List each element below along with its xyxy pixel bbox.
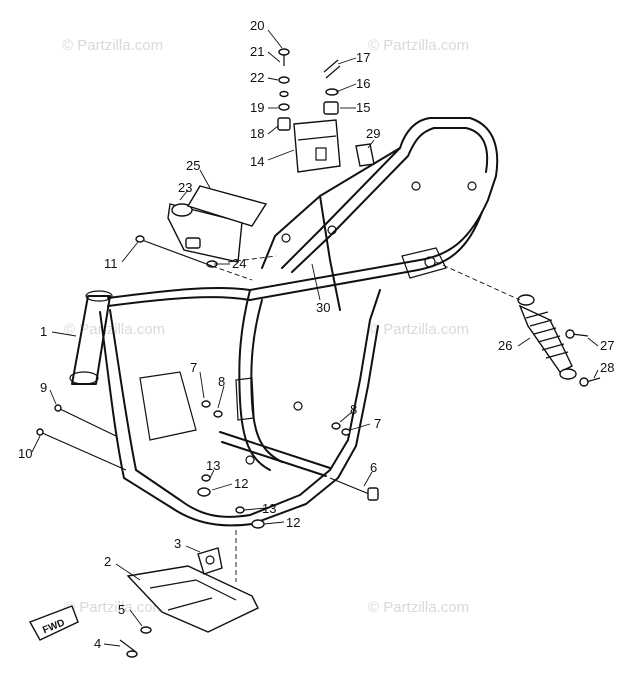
part-18-20-hardware-stack bbox=[277, 48, 291, 131]
callout-7-left: 7 bbox=[190, 360, 197, 375]
part-4-bolt bbox=[119, 639, 138, 658]
watermark-mid-right: © Partzilla.com bbox=[368, 321, 469, 338]
callout-21: 21 bbox=[250, 44, 264, 59]
callout-2: 2 bbox=[104, 554, 111, 569]
callout-19: 19 bbox=[250, 100, 264, 115]
part-3-bracket bbox=[197, 547, 223, 575]
callout-5: 5 bbox=[118, 602, 125, 617]
part-10-bolt bbox=[36, 428, 127, 471]
callout-13-lower: 13 bbox=[262, 501, 276, 516]
part-26-rear-shock bbox=[517, 294, 577, 380]
leader-lines bbox=[31, 29, 599, 647]
callout-24: 24 bbox=[232, 256, 246, 271]
callout-1: 1 bbox=[40, 324, 47, 339]
part-23-coil bbox=[167, 203, 243, 263]
callout-8-left: 8 bbox=[218, 374, 225, 389]
callout-3: 3 bbox=[174, 536, 181, 551]
fwd-arrow: FWD bbox=[28, 605, 79, 641]
watermark-top-left: © Partzilla.com bbox=[62, 37, 163, 54]
callout-17: 17 bbox=[356, 50, 370, 65]
watermark-bottom-right: © Partzilla.com bbox=[368, 599, 469, 616]
callout-25: 25 bbox=[186, 158, 200, 173]
part-2-skid-plate bbox=[126, 565, 259, 633]
assembly-lines bbox=[211, 255, 521, 582]
head-tube-top bbox=[85, 290, 113, 302]
watermark-top-right: © Partzilla.com bbox=[368, 37, 469, 54]
callout-10: 10 bbox=[18, 446, 32, 461]
callout-14: 14 bbox=[250, 154, 264, 169]
head-tube-bottom bbox=[69, 371, 99, 385]
watermark-layer: © Partzilla.com © Partzilla.com © Partzi… bbox=[62, 37, 469, 616]
part-15-17-hardware-stack bbox=[323, 59, 341, 115]
callout-22: 22 bbox=[250, 70, 264, 85]
callout-18: 18 bbox=[250, 126, 264, 141]
callout-26: 26 bbox=[498, 338, 512, 353]
part-9-bolt bbox=[54, 404, 117, 437]
callout-12-upper: 12 bbox=[234, 476, 248, 491]
callout-6: 6 bbox=[370, 460, 377, 475]
callout-9: 9 bbox=[40, 380, 47, 395]
callout-16: 16 bbox=[356, 76, 370, 91]
callout-27: 27 bbox=[600, 338, 614, 353]
callout-30: 30 bbox=[316, 300, 330, 315]
part-29-pad bbox=[355, 143, 375, 167]
part-28-bolt bbox=[579, 377, 601, 387]
callout-13-upper: 13 bbox=[206, 458, 220, 473]
callout-labels: 1 2 3 4 5 6 7 7 8 8 9 10 11 12 12 13 13 … bbox=[18, 18, 614, 651]
callout-7-right: 7 bbox=[374, 416, 381, 431]
main-frame bbox=[69, 117, 499, 527]
callout-20: 20 bbox=[250, 18, 264, 33]
callout-23: 23 bbox=[178, 180, 192, 195]
part-6-bolt bbox=[329, 477, 379, 501]
callout-8-right: 8 bbox=[350, 402, 357, 417]
watermark-bottom-left: © Partzilla.com bbox=[64, 599, 165, 616]
part-11-bolt bbox=[135, 235, 213, 267]
part-27-bolt bbox=[565, 329, 589, 339]
callout-15: 15 bbox=[356, 100, 370, 115]
callout-11: 11 bbox=[104, 256, 118, 271]
callout-12-lower: 12 bbox=[286, 515, 300, 530]
steering-head-tube bbox=[71, 295, 111, 385]
callout-28: 28 bbox=[600, 360, 614, 375]
part-25-cover bbox=[186, 185, 268, 227]
callout-29: 29 bbox=[366, 126, 380, 141]
part-5-washer bbox=[140, 626, 152, 634]
part-14-bracket bbox=[293, 119, 341, 173]
watermark-mid-left: © Partzilla.com bbox=[64, 321, 165, 338]
callout-4: 4 bbox=[94, 636, 101, 651]
